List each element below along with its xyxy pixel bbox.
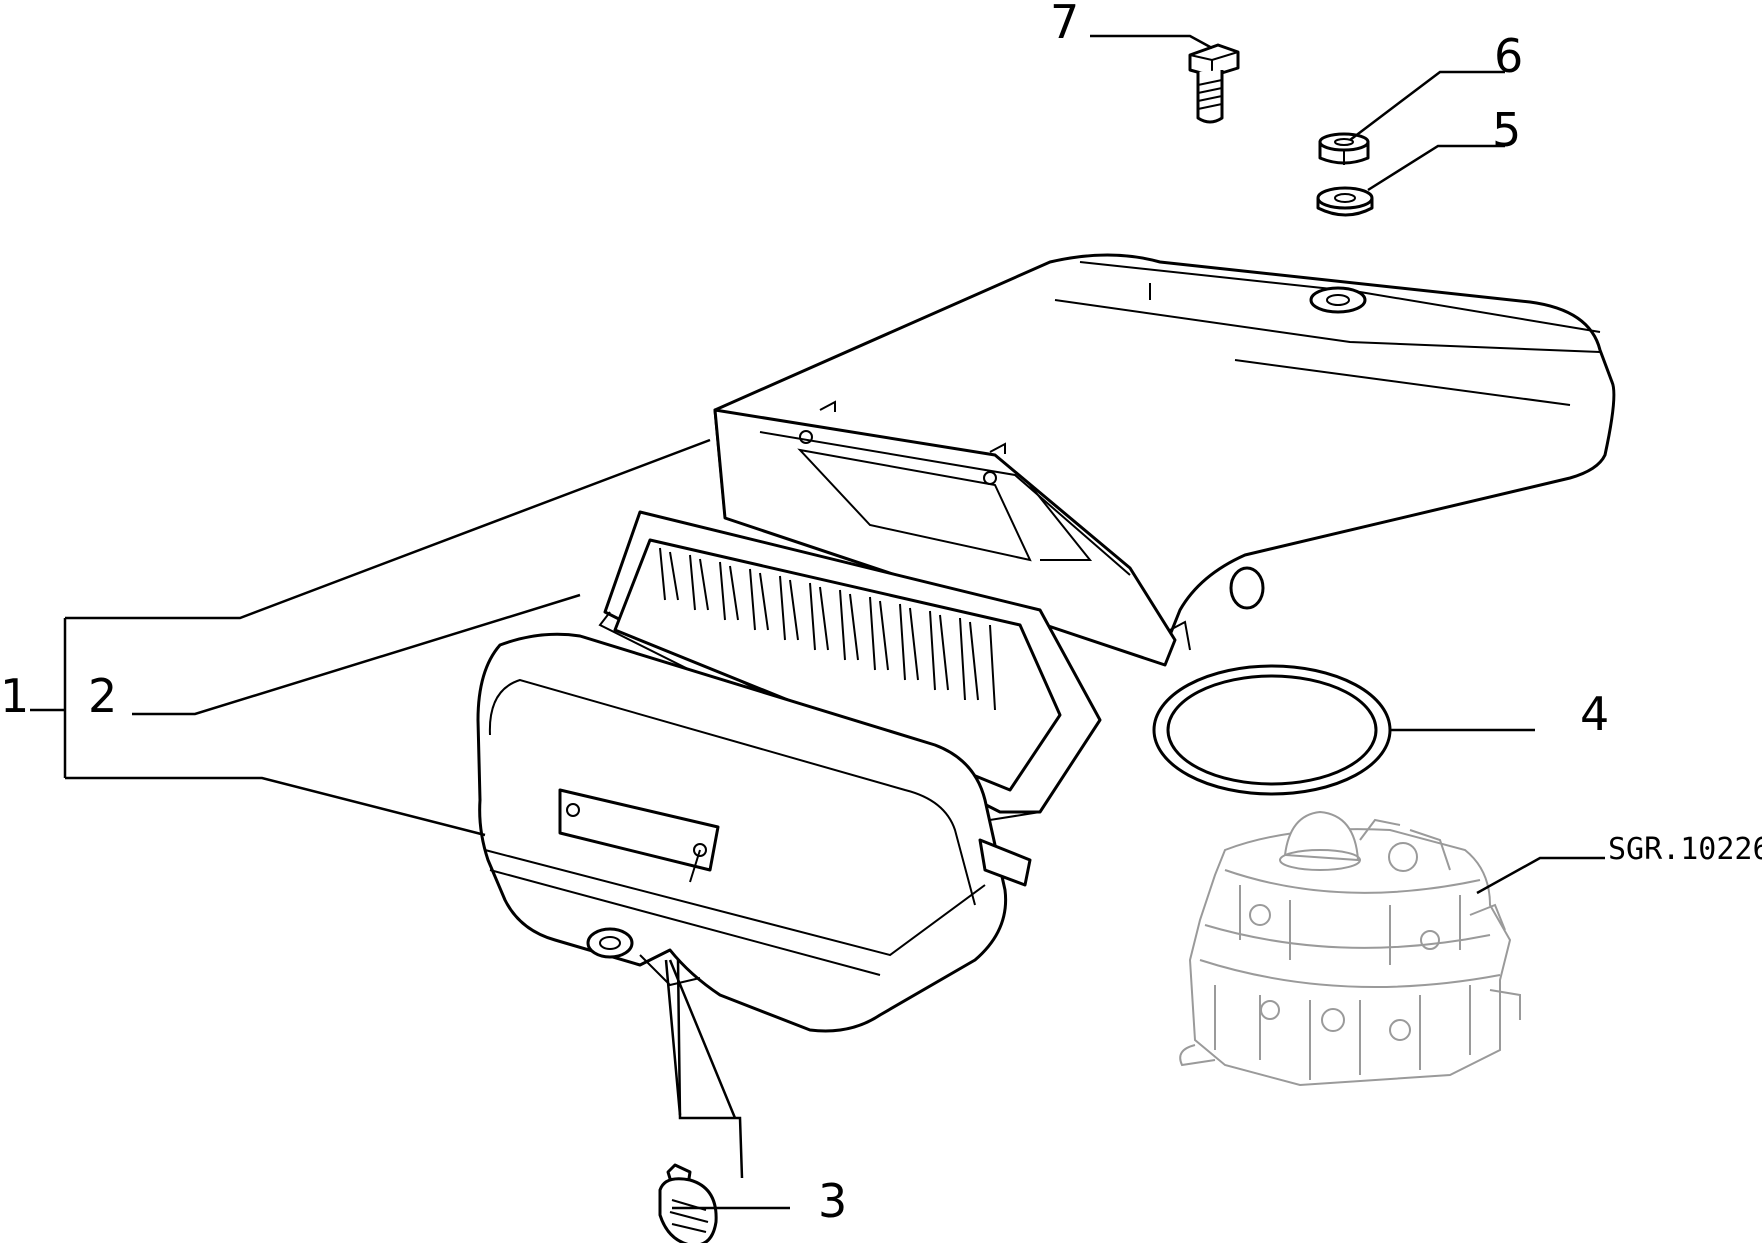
bolt [1188, 43, 1240, 124]
callout-1: 1 [0, 669, 29, 723]
sealing-ring [1152, 664, 1392, 796]
drain-valve [658, 1163, 718, 1243]
leader-lines [30, 34, 1605, 1210]
washer [1316, 186, 1374, 217]
nut [1318, 132, 1370, 165]
air-filter-cover [713, 253, 1616, 667]
callout-3: 3 [818, 1174, 847, 1228]
callout-4: 4 [1580, 687, 1609, 741]
air-filter-body [476, 632, 1032, 1033]
reference-code: SGR.10226 [1608, 832, 1762, 867]
callout-6: 6 [1494, 29, 1523, 83]
callout-5: 5 [1492, 103, 1521, 157]
carburettor-reference [1179, 810, 1521, 1087]
callout-2: 2 [88, 669, 117, 723]
callout-7: 7 [1050, 0, 1079, 49]
